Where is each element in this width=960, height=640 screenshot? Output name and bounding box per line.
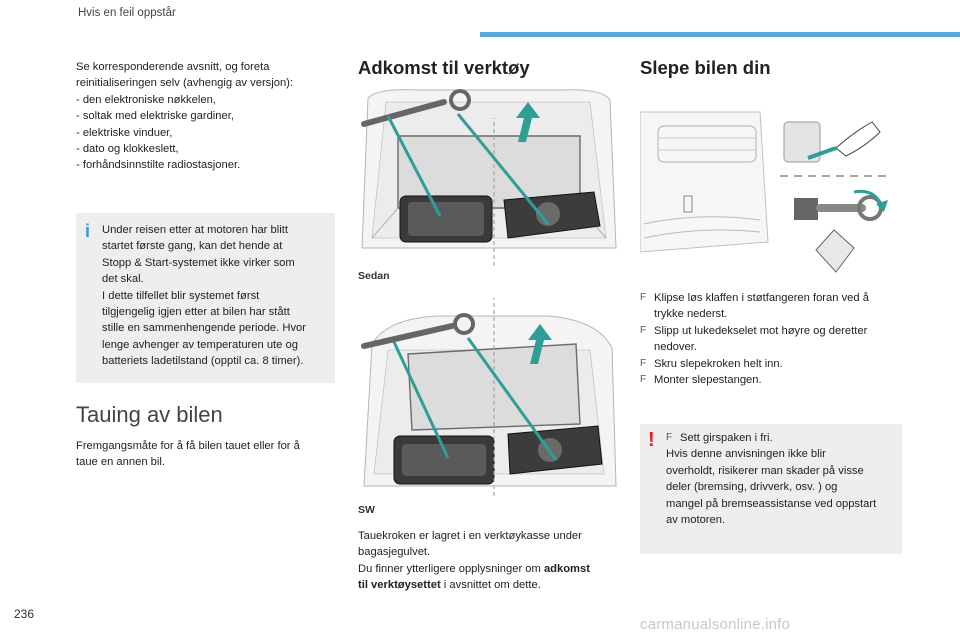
warning-line: mangel på bremseassistanse ved oppstart [666, 497, 877, 510]
list-item: - forhåndsinnstilte radiostasjoner. [76, 159, 241, 172]
info-line: det skal. [102, 273, 144, 286]
sedan-caption: Sedan [358, 270, 390, 282]
info-line: batteriets ladetilstand (opptil ca. 8 ti… [102, 355, 304, 368]
step-row: F Monter slepestangen. [640, 372, 902, 388]
tools-text: Tauekroken er lagret i en verktøykasse u… [358, 528, 620, 594]
tools-heading-wrap: Adkomst til verktøy [358, 57, 530, 79]
warning-first-row: F Sett girspaken i fri. [666, 430, 898, 446]
step-flag: F [640, 374, 647, 386]
tools-line: til verktøysettet i avsnittet om dette. [358, 577, 620, 593]
tools-line-text: Du finner ytterligere opplysninger om [358, 562, 544, 575]
header-accent-bar [480, 32, 960, 37]
info-box [76, 213, 335, 383]
tools-line: bagasjegulvet. [358, 546, 431, 559]
list-item: - den elektroniske nøkkelen, [76, 93, 216, 106]
step-line: trykke nederst. [654, 308, 728, 321]
tools-link-text: til verktøysettet [358, 579, 441, 592]
info-icon: i [85, 221, 91, 241]
step-line: Klipse løs klaffen i støtfangeren foran … [654, 292, 869, 304]
warning-line: av motoren. [666, 514, 726, 527]
warning-line: Hvis denne anvisningen ikke blir [666, 448, 826, 461]
info-line: I dette tilfellet blir systemet først [102, 289, 260, 302]
tow-heading-wrap: Slepe bilen din [640, 57, 771, 79]
step-flag: F [640, 324, 647, 336]
step-line: nedover. [654, 341, 697, 354]
warning-flag: F [666, 432, 673, 443]
tools-line-text: i avsnittet om dette. [440, 579, 541, 592]
tools-heading: Adkomst til verktøy [358, 57, 530, 78]
step-row: F Klipse løs klaffen i støtfangeren foran… [640, 290, 902, 323]
list-item: - elektriske vinduer, [76, 126, 173, 139]
warning-box [640, 424, 902, 554]
list-item: - soltak med elektriske gardiner, [76, 110, 234, 123]
tools-line: Du finner ytterligere opplysninger om ad… [358, 561, 620, 577]
tow-heading: Slepe bilen din [640, 57, 771, 78]
step-flag: F [640, 292, 647, 303]
intro-paragraph: Se korresponderende avsnitt, og foreta r… [76, 61, 294, 90]
warning-line: deler (bremsing, drivverk, osv. ) og [666, 481, 838, 494]
towing-line: taue en annen bil. [76, 456, 165, 469]
tools-link-text: adkomst [543, 562, 590, 575]
towing-heading: Tauing av bilen [76, 402, 223, 427]
step-line: Skru slepekroken helt inn. [654, 357, 783, 370]
info-line: stille en sammenhengende periode. Hvor [102, 322, 306, 335]
sedan-trunk-illustration [358, 88, 620, 266]
info-text: Under reisen etter at motoren har blitt … [102, 222, 334, 370]
list-item: - dato og klokkeslett, [76, 143, 179, 156]
step-line: Slipp ut lukedekselet mot høyre og deret… [654, 324, 868, 337]
intro-text: Se korresponderende avsnitt, og foreta r… [76, 59, 338, 174]
info-line: lenge avhenger av temperaturen ute og [102, 338, 298, 351]
warning-text: F Sett girspaken i fri. Hvis denne anvisn… [666, 430, 898, 528]
warning-line: Sett girspaken i fri. [680, 432, 773, 444]
info-line: tilgjengelig igjen etter at bilen har st… [102, 306, 290, 319]
warning-icon: ! [648, 429, 655, 451]
reset-list: - den elektroniske nøkkelen, - soltak me… [76, 92, 338, 174]
step-row: F Slipp ut lukedekselet mot høyre og dere… [640, 323, 902, 356]
info-line: Stopp & Start-systemet ikke virker som [102, 256, 295, 269]
towing-line: Fremgangsmåte for å få bilen tauet eller… [76, 440, 300, 452]
towing-heading-wrap: Tauing av bilen [76, 402, 223, 428]
section-header: Hvis en feil oppstår [78, 7, 176, 19]
info-line: startet første gang, kan det hende at [102, 240, 283, 253]
towing-intro: Fremgangsmåte for å få bilen tauet eller… [76, 438, 338, 471]
sw-caption: SW [358, 504, 375, 516]
watermark: carmanualsonline.info [640, 616, 791, 633]
page-number: 236 [14, 607, 35, 621]
tow-hook-illustration [640, 92, 902, 282]
step-row: F Skru slepekroken helt inn. [640, 356, 902, 372]
tools-line: Tauekroken er lagret i en verktøykasse u… [358, 530, 582, 542]
info-line: Under reisen etter at motoren har blitt [102, 224, 288, 236]
step-flag: F [640, 357, 647, 369]
step-line: Monter slepestangen. [654, 374, 762, 387]
warning-line: overholdt, risikerer man skader på visse [666, 464, 864, 477]
tow-steps: F Klipse løs klaffen i støtfangeren foran… [640, 290, 902, 388]
sw-trunk-illustration [358, 298, 620, 496]
